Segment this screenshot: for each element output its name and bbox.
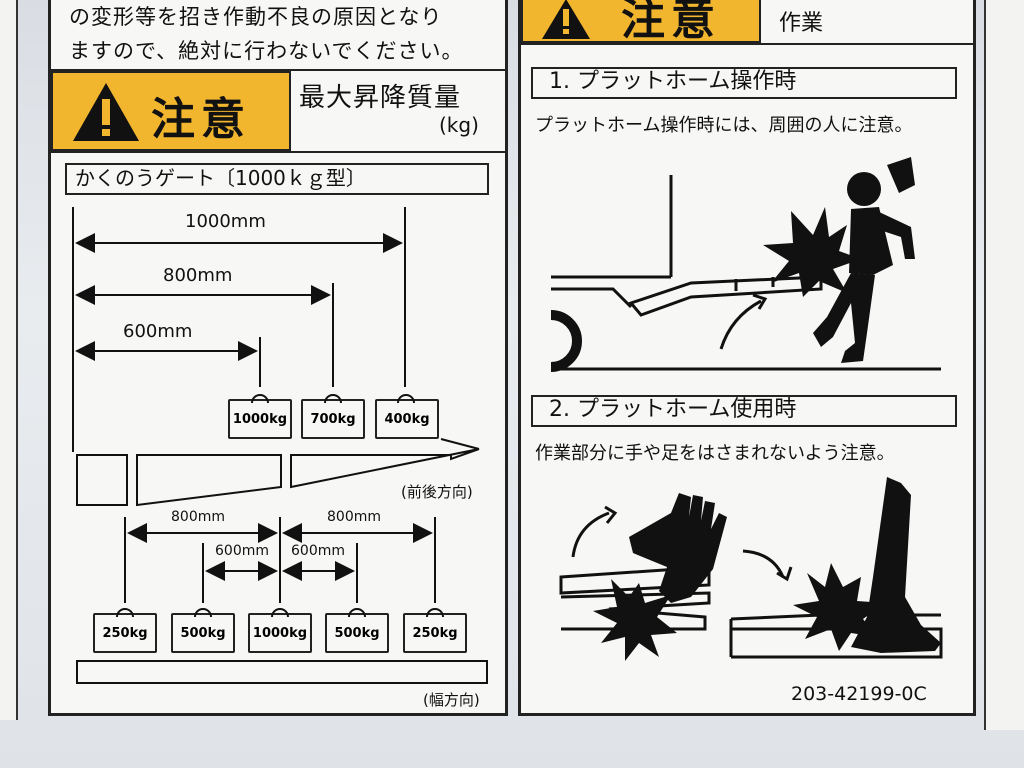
hand-icon [629, 493, 727, 603]
max-load-unit: (kg) [439, 113, 479, 137]
width-dim-600-right: 600mm [291, 543, 345, 559]
gate-label: かくのうゲート〔1000ｋｇ型〕 [65, 163, 489, 195]
width-dim-800-right: 800mm [327, 509, 381, 525]
title-divider [51, 151, 507, 153]
dim-600: 600mm [123, 321, 193, 342]
right-warning-band: 注意 [521, 0, 761, 45]
right-warning-word: 注意 [621, 0, 721, 45]
warning-band: 注意 [51, 71, 291, 151]
front-direction: (前後方向) [401, 483, 473, 501]
right-warning-triangle-icon [541, 0, 591, 39]
width-weight-2: 500kg [171, 613, 235, 653]
width-weight-5: 250kg [403, 613, 467, 653]
width-direction: (幅方向) [423, 691, 480, 709]
warning-triangle-icon [71, 81, 141, 143]
section1-title: 1. プラットホーム操作時 [531, 67, 957, 99]
front-weight-1: 1000kg [228, 399, 292, 439]
left-edge-sticker [0, 0, 18, 720]
max-load-title: 最大昇降質量 [299, 83, 462, 113]
front-weight-3: 400kg [375, 399, 439, 439]
width-dim-600-left: 600mm [215, 543, 269, 559]
part-number: 203-42199-0C [791, 683, 927, 705]
platform-operation-illustration [550, 157, 941, 372]
section2-text: 作業部分に手や足をはさまれないよう注意。 [535, 443, 895, 464]
right-edge-sticker [984, 0, 1024, 730]
dim-800: 800mm [163, 265, 233, 286]
load-diagram-lines [72, 207, 488, 684]
width-weight-3: 1000kg [248, 613, 312, 653]
width-weight-4: 500kg [325, 613, 389, 653]
worker-figure-icon [813, 157, 915, 363]
top-text-line2: ますので、絶対に行わないでください。 [69, 39, 464, 63]
right-header-divider [521, 43, 975, 45]
operation-caution-sticker: 注意 作業 1. プラットホーム操作時 プラットホーム操作時には、周囲の人に注意… [518, 0, 976, 716]
width-weight-1: 250kg [93, 613, 157, 653]
section1-text: プラットホーム操作時には、周囲の人に注意。 [535, 115, 913, 136]
header-divider [51, 69, 507, 71]
pinch-hazard-illustration [559, 477, 943, 661]
dim-1000: 1000mm [185, 211, 266, 232]
hand-impact-burst-icon [593, 579, 677, 661]
front-weight-2: 700kg [301, 399, 365, 439]
max-load-sticker: の変形等を招き作動不良の原因となり ますので、絶対に行わないでください。 注意 … [48, 0, 508, 716]
impact-burst-icon [763, 207, 861, 297]
section2-title: 2. プラットホーム使用時 [531, 395, 957, 427]
width-dim-800-left: 800mm [171, 509, 225, 525]
warning-word: 注意 [151, 94, 251, 145]
top-text-line1: の変形等を招き作動不良の原因となり [69, 5, 443, 29]
foot-impact-burst-icon [793, 563, 885, 651]
right-header-suffix: 作業 [779, 11, 824, 36]
